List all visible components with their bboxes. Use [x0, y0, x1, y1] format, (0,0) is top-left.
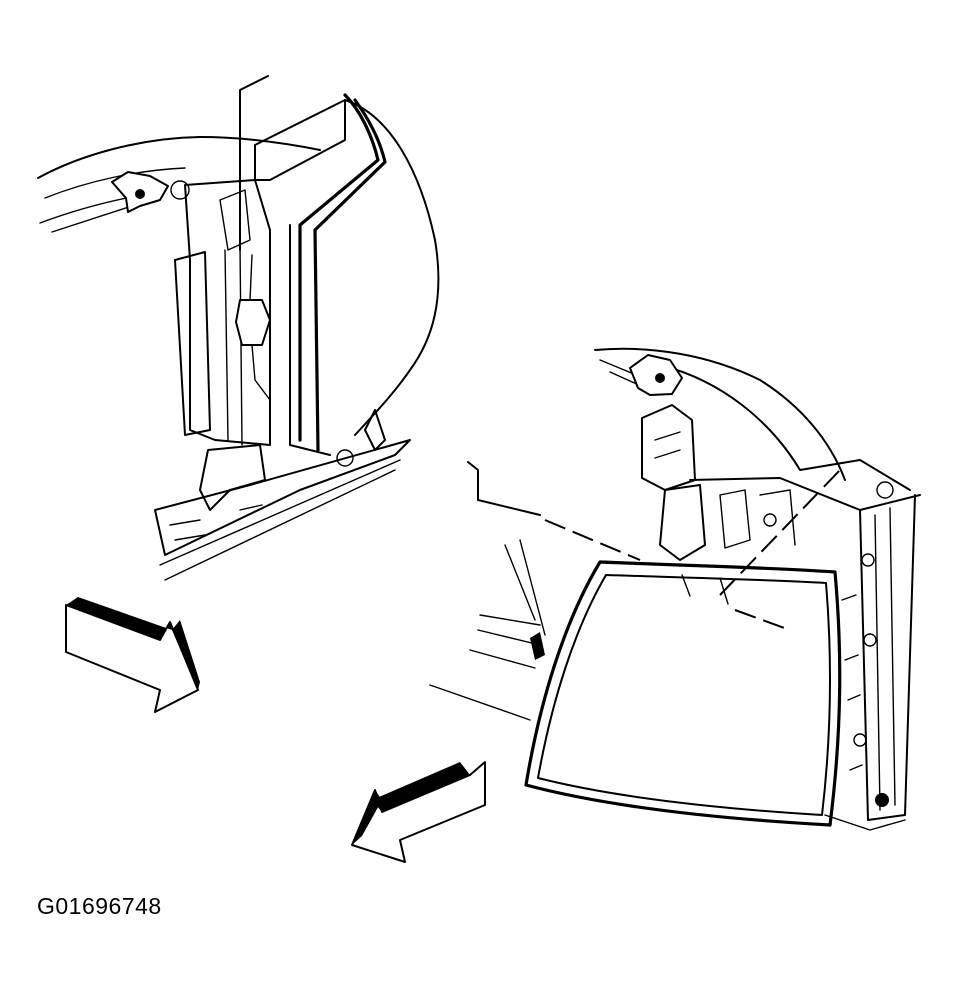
left-lens-edge — [298, 93, 380, 442]
arrow-left-shade — [66, 597, 172, 640]
right-housing-bolt-2 — [863, 633, 877, 647]
left-lens-edge-2 — [313, 98, 387, 452]
left-bracket-post — [364, 409, 386, 451]
left-lower-support — [154, 439, 411, 556]
right-lens-tab — [681, 574, 729, 605]
left-housing-detail — [219, 189, 251, 251]
right-bracket-detail — [654, 431, 681, 459]
left-lens-outline — [344, 99, 440, 436]
right-fender-hole — [876, 481, 894, 499]
right-lens-outer — [524, 560, 842, 827]
arrow-right-shade — [372, 762, 470, 812]
right-leader-line — [467, 461, 541, 516]
left-lens-edge-3 — [289, 224, 331, 456]
left-support-slots — [169, 504, 263, 541]
right-body-lines — [429, 539, 546, 721]
left-lower-connector — [199, 444, 266, 511]
left-housing — [254, 99, 346, 181]
right-connector-detail — [719, 489, 796, 549]
left-fender-line-2 — [44, 167, 186, 199]
right-adjuster — [875, 793, 889, 807]
right-housing-base — [824, 814, 906, 831]
left-socket-wire — [249, 254, 271, 401]
right-bracket-bolt — [655, 373, 665, 383]
right-lens-inner — [537, 574, 832, 816]
left-leader-line — [239, 75, 269, 251]
left-bulb-socket — [235, 299, 271, 346]
figure-id-label: G01696748 — [37, 893, 162, 919]
arrow-left-view — [65, 597, 200, 713]
left-support-hole — [336, 449, 354, 467]
right-housing-ribs — [841, 594, 863, 771]
right-housing-top — [689, 477, 921, 511]
right-body-clip — [530, 632, 545, 660]
right-inner-hole — [763, 513, 777, 527]
right-fender-outline — [594, 347, 846, 481]
left-housing-plate — [174, 251, 211, 436]
left-bracket-hole — [170, 180, 190, 200]
left-bracket-bolt — [135, 189, 145, 199]
alignment-line-1 — [544, 519, 641, 561]
alignment-line-3 — [734, 609, 791, 631]
left-support-rail — [159, 459, 401, 581]
left-vertical-rail — [224, 244, 243, 446]
arrow-left-shade-2 — [172, 620, 200, 690]
alignment-line-2 — [719, 469, 841, 596]
arrow-right-shade-2 — [352, 790, 382, 845]
left-fender-outline — [37, 136, 321, 179]
right-housing-side — [859, 494, 916, 821]
left-headlamp-assembly — [37, 75, 440, 581]
left-fender-line-4 — [51, 204, 136, 233]
arrow-right-view — [351, 761, 486, 863]
right-fender-top — [659, 364, 911, 491]
right-housing-bolt-3 — [853, 733, 867, 747]
right-housing-inner — [874, 507, 896, 811]
arrow-left-body — [65, 604, 199, 713]
right-connector — [659, 484, 706, 561]
right-bracket-plate — [641, 404, 696, 491]
right-housing-bolt-1 — [861, 553, 875, 567]
right-headlamp-assembly — [429, 347, 921, 831]
